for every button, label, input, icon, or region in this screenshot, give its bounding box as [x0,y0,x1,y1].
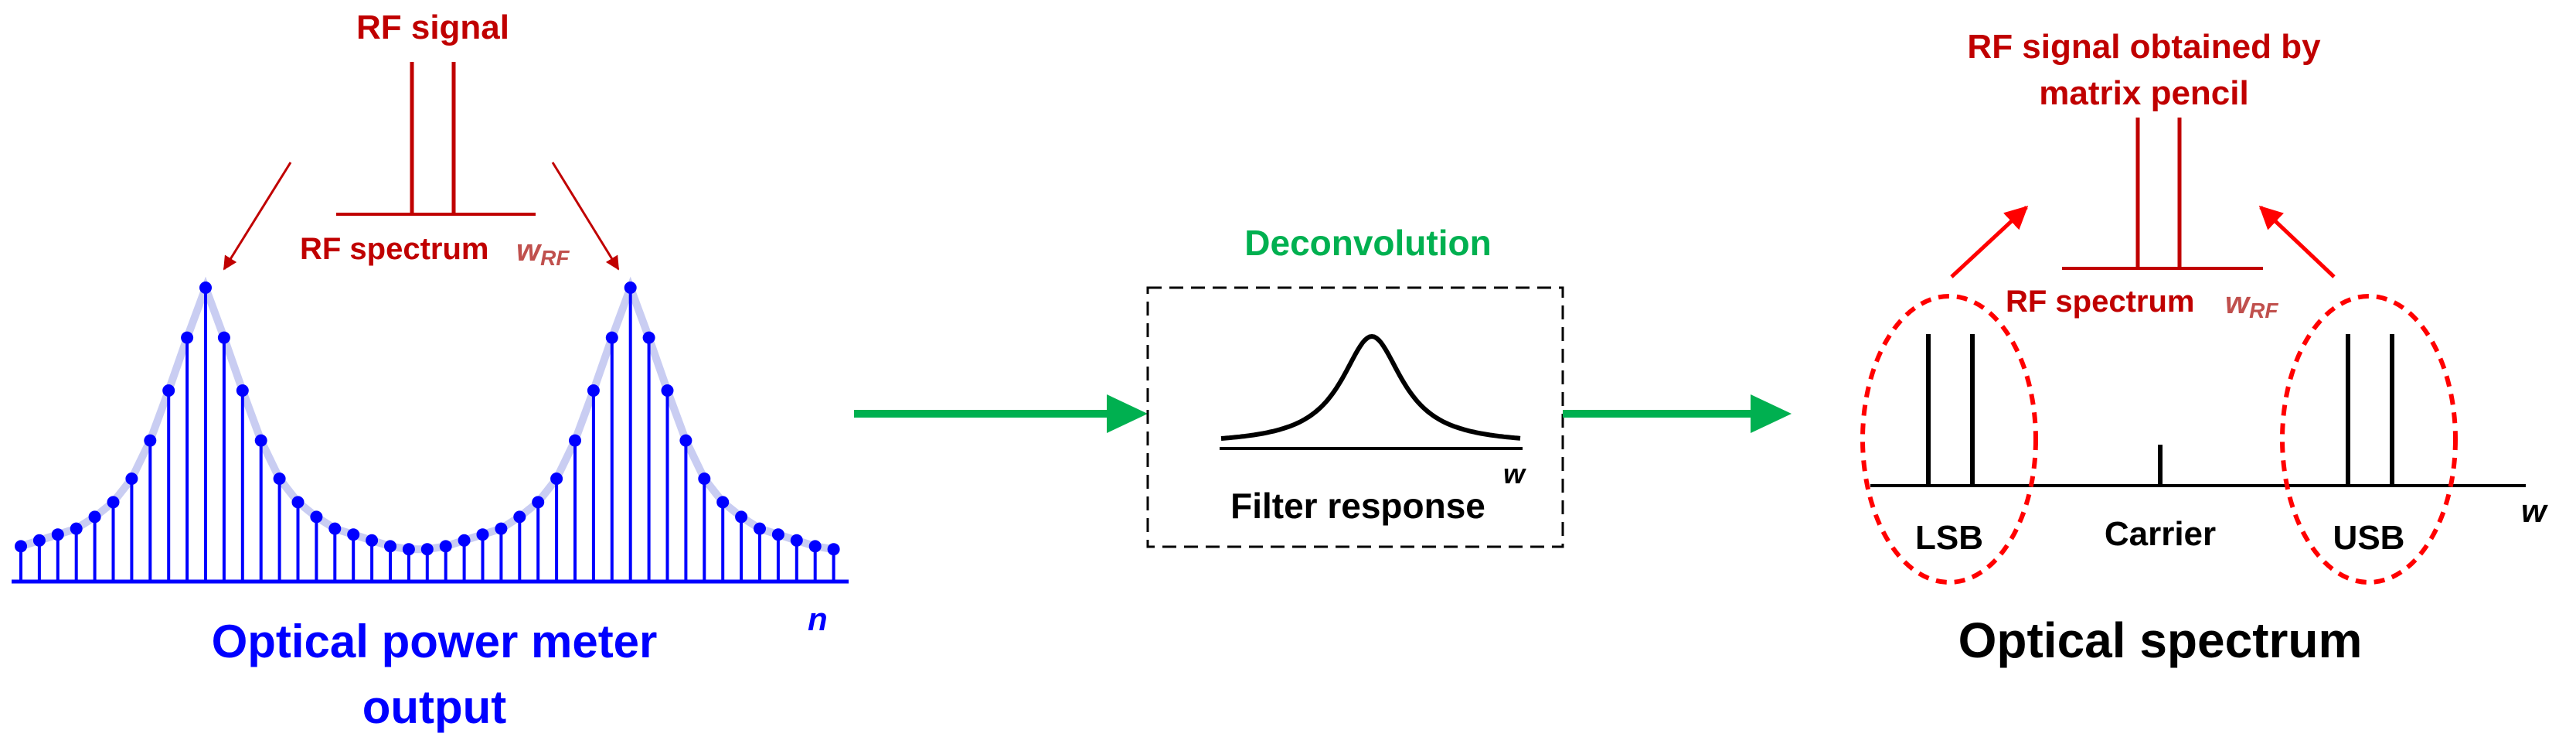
stem-group [15,281,840,582]
filter-w-label: w [1503,458,1526,490]
stem-dot [569,434,581,447]
optical-power-meter-title-1: Optical power meter [212,616,658,667]
optical-spectrum-title: Optical spectrum [1958,612,2363,668]
n-axis-label: n [808,601,828,637]
stem-dot [771,528,784,541]
stem-dot [476,528,489,541]
stem-dot [532,496,545,509]
stem-dot [107,496,120,509]
rf-signal-label: RF signal [356,9,509,46]
stem-dot [661,384,674,397]
stem-dot [698,473,711,485]
stem-dot [15,540,27,553]
arrow-from-usb [2258,205,2336,278]
rf-spectrum-label-left: RF spectrum [300,232,489,266]
w-rf-label-right: wRF [2225,286,2278,322]
stem-dot [679,434,692,447]
stem-dot [70,522,83,535]
filter-response-label: Filter response [1230,486,1485,526]
stem-dot [605,331,618,344]
stem-dot [790,534,803,547]
stem-dot [735,510,748,524]
arrow-to-left-peak [223,162,292,271]
stem-dot [273,473,286,485]
stem-dot [51,528,64,541]
stem-dot [181,331,194,344]
stem-dot [199,281,212,294]
stem-dot [754,522,766,535]
stem-dot [291,496,305,509]
stem-dot [420,543,434,556]
w-rf-label-left: wRF [516,234,570,270]
right-panel: RF signal obtained by matrix pencil RF s… [1860,28,2548,668]
rf-obtained-label-1: RF signal obtained by [1967,28,2321,66]
stem-dot [88,510,101,524]
stem-dot [310,510,323,524]
stem-dot [347,528,360,541]
stem-dot [217,331,230,344]
usb-ellipse [2280,294,2458,585]
stem-dot [402,543,415,556]
stem-dot [458,534,471,547]
stem-dot [642,331,655,344]
lsb-label: LSB [1915,519,1983,557]
deconvolution-label: Deconvolution [1244,223,1491,263]
left-panel: RF signal RF spectrum wRF n Optical powe… [12,9,849,733]
rf-obtained-label-2: matrix pencil [2039,74,2248,112]
w-axis-label: w [2521,493,2548,529]
stem-dot [716,496,730,509]
stem-dot [32,534,46,547]
arrow-to-right-peak [551,162,620,271]
carrier-label: Carrier [2105,515,2216,553]
arrow-from-lsb [1950,205,2029,278]
stem-dot [624,281,637,294]
stem-dot [125,473,138,485]
usb-label: USB [2333,519,2405,557]
filter-response-curve [1220,333,1521,441]
stem-dot [254,434,267,447]
stem-dot [513,510,526,524]
lsb-ellipse [1860,294,2038,585]
stem-plot [12,276,849,584]
rf-spectrum-label-right: RF spectrum [2006,285,2195,319]
stem-dot [550,473,563,485]
stem-dot [328,522,342,535]
stem-dot [144,434,157,447]
stem-dot [439,540,452,553]
rf-spectrum-lines-left [336,62,536,216]
stem-dot [495,522,508,535]
stem-dot [808,540,822,553]
stem-dot [384,540,396,553]
stem-dot [587,384,600,397]
optical-power-meter-title-2: output [362,681,507,733]
stem-dot [236,384,249,397]
stem-envelope [19,276,835,554]
stem-dot [827,543,840,556]
stem-dot [366,534,379,547]
rf-spectrum-lines-right [2062,118,2263,270]
middle-panel: Deconvolution w Filter response [854,223,1792,548]
green-arrow-in-head [1107,394,1148,433]
stem-dot [162,384,175,397]
green-arrow-out-head [1751,394,1792,433]
